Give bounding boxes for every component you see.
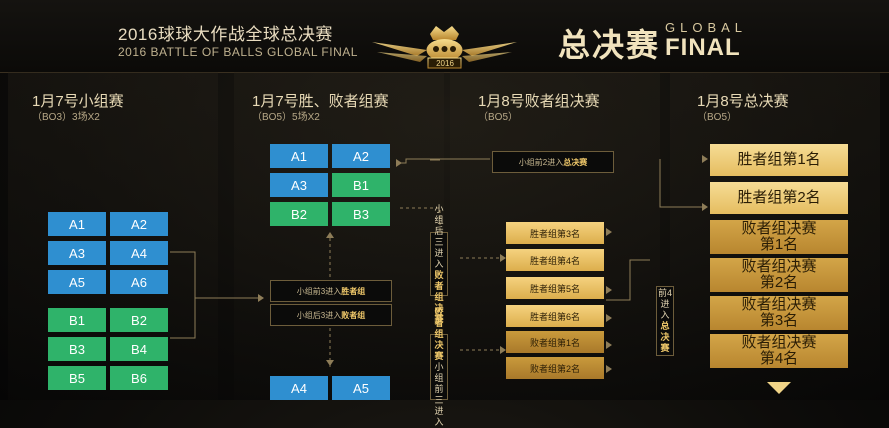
- r2-team-B3: B3: [332, 202, 390, 226]
- vnote-top4-final: 前4进入总决赛: [656, 286, 674, 356]
- final-title-cn: 总决赛: [558, 27, 661, 63]
- team-A5: A5: [48, 270, 106, 294]
- vnote1-text: 小组后三进入: [434, 203, 444, 269]
- team-B5: B5: [48, 366, 106, 390]
- vnote-bottom3-loser-final: 小组后三进入败者组决赛: [430, 204, 448, 324]
- column-title-final: 1月8号总决赛: [697, 93, 789, 110]
- rank-winner-6: 胜者组第6名: [506, 305, 604, 327]
- note-top2-final: 小组前2进入总决赛: [492, 151, 614, 173]
- team-B2: B2: [110, 308, 168, 332]
- team-A3: A3: [48, 241, 106, 265]
- final-loser-final-2: 败者组决赛 第2名: [710, 258, 848, 292]
- r2-team-A3: A3: [270, 173, 328, 197]
- r2-team-A2: A2: [332, 144, 390, 168]
- column-sub-round3: （BO5）: [478, 112, 519, 123]
- team-B4: B4: [110, 337, 168, 361]
- team-B3: B3: [48, 337, 106, 361]
- logo-year: 2016: [436, 59, 454, 68]
- team-A1: A1: [48, 212, 106, 236]
- r2-team-B2: B2: [270, 202, 328, 226]
- final-title-en: FINAL: [665, 34, 741, 61]
- note-winner-highlight: 胜者组: [341, 286, 366, 296]
- final-loser-final-3: 败者组决赛 第3名: [710, 296, 848, 330]
- team-A2: A2: [110, 212, 168, 236]
- column-band-2: [234, 72, 444, 400]
- note-top2-text: 小组前2进入: [518, 157, 564, 167]
- note-loser-text: 小组后3进入: [296, 310, 342, 320]
- final-loser-final-1: 败者组决赛 第1名: [710, 220, 848, 254]
- column-sub-round2: （BO5）5场X2: [252, 112, 320, 123]
- note-top2-highlight: 总决赛: [563, 157, 588, 167]
- r2-team-A5: A5: [332, 376, 390, 400]
- team-B1: B1: [48, 308, 106, 332]
- rank-winner-3: 胜者组第3名: [506, 222, 604, 244]
- bracket-lines: [170, 155, 791, 394]
- final-winner-2: 胜者组第2名: [710, 182, 848, 214]
- note-winner-bracket: 小组前3进入胜者组: [270, 280, 392, 302]
- team-A4: A4: [110, 241, 168, 265]
- event-title-en: 2016 BATTLE OF BALLS GLOBAL FINAL: [118, 45, 358, 59]
- final-title-global: GLOBAL: [665, 20, 748, 35]
- rank-winner-4: 胜者组第4名: [506, 249, 604, 271]
- column-title-round3: 1月8号败者组决赛: [478, 93, 600, 110]
- final-loser-final-4: 败者组决赛 第4名: [710, 334, 848, 368]
- event-title-cn: 2016球球大作战全球总决赛: [118, 25, 333, 44]
- column-sub-group-stage: （BO3）3场X2: [32, 112, 100, 123]
- note-loser-highlight: 败者组: [341, 310, 366, 320]
- note-loser-bracket: 小组后3进入败者组: [270, 304, 392, 326]
- r2-team-A1: A1: [270, 144, 328, 168]
- team-A6: A6: [110, 270, 168, 294]
- vnote2-text: 小组前三进入: [434, 361, 444, 427]
- rank-loser-2: 败者组第2名: [506, 357, 604, 379]
- vnote-top3-loser-final: 败者组决赛小组前三进入: [430, 307, 448, 427]
- r2-team-B1: B1: [332, 173, 390, 197]
- vnote-final-text: 前4进入: [657, 288, 672, 320]
- final-winner-1: 胜者组第1名: [710, 144, 848, 176]
- crown-logo: 2016: [372, 16, 517, 74]
- column-title-group-stage: 1月7号小组赛: [32, 93, 124, 110]
- vnote2-highlight: 败者组决赛: [434, 306, 444, 361]
- rank-winner-5: 胜者组第5名: [506, 277, 604, 299]
- column-sub-final: （BO5）: [697, 112, 738, 123]
- rank-loser-1: 败者组第1名: [506, 331, 604, 353]
- r2-team-A4: A4: [270, 376, 328, 400]
- team-B6: B6: [110, 366, 168, 390]
- column-title-round2: 1月7号胜、败者组赛: [252, 93, 389, 110]
- vnote1-highlight: 败者组决赛: [434, 269, 444, 324]
- note-winner-text: 小组前3进入: [296, 286, 342, 296]
- vnote-final-highlight: 总决赛: [660, 321, 670, 353]
